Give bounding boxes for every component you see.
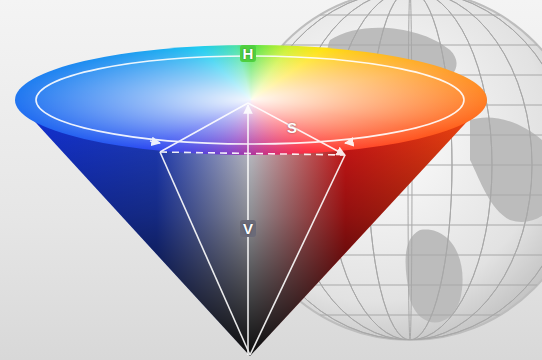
value-label: V: [240, 220, 256, 237]
hue-label: H: [240, 45, 257, 62]
hue-disc: [15, 45, 487, 155]
saturation-label: S: [284, 119, 300, 136]
